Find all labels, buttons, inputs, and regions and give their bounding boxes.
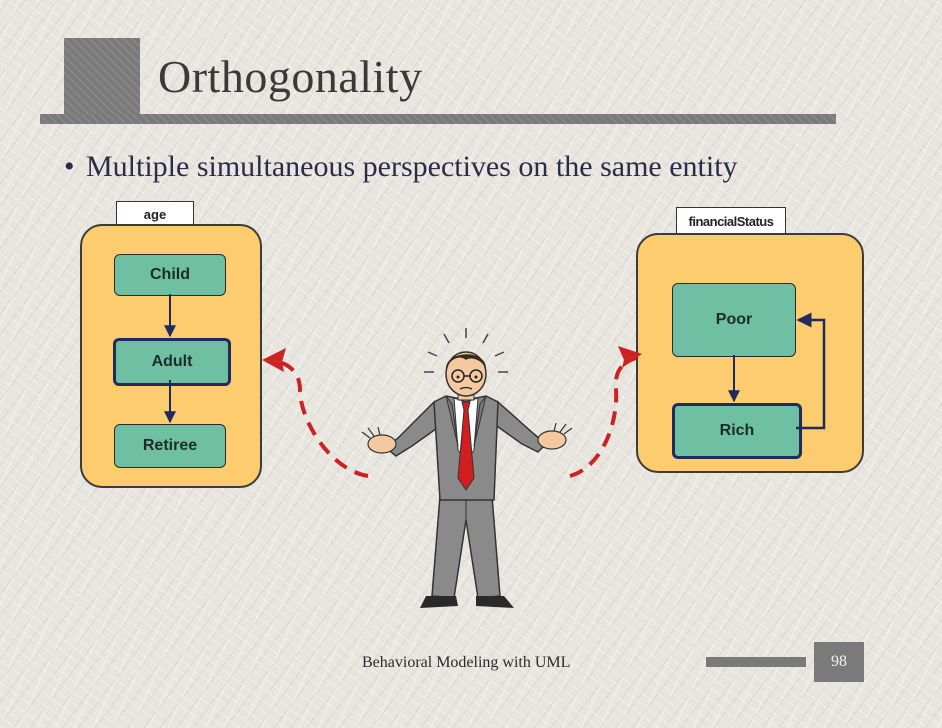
age-region-label: age: [116, 201, 194, 227]
state-retiree[interactable]: Retiree: [114, 424, 226, 468]
bullet-item: • Multiple simultaneous perspectives on t…: [64, 150, 738, 184]
confused-businessman-icon: [361, 328, 573, 608]
footer-bar: [706, 657, 806, 667]
bullet-text: Multiple simultaneous perspectives on th…: [86, 150, 738, 183]
slide-title: Orthogonality: [158, 51, 423, 102]
page-number: 98: [814, 642, 864, 682]
state-rich[interactable]: Rich: [672, 403, 802, 459]
bullet-dot-icon: •: [64, 150, 75, 183]
transition-rich-poor: [796, 312, 826, 430]
dashed-arrowhead-left-icon: [262, 348, 286, 372]
financial-region-label: financialStatus: [676, 207, 786, 235]
dashed-arrowhead-right-icon: [618, 346, 642, 368]
state-child[interactable]: Child: [114, 254, 226, 296]
dashed-link-to-financial: [569, 356, 637, 478]
title-underline: [40, 114, 836, 124]
state-adult[interactable]: Adult: [113, 338, 231, 386]
dashed-link-to-age: [269, 358, 369, 478]
state-poor[interactable]: Poor: [672, 283, 796, 357]
title-accent-block: [64, 38, 140, 124]
footer-text: Behavioral Modeling with UML: [362, 654, 571, 671]
